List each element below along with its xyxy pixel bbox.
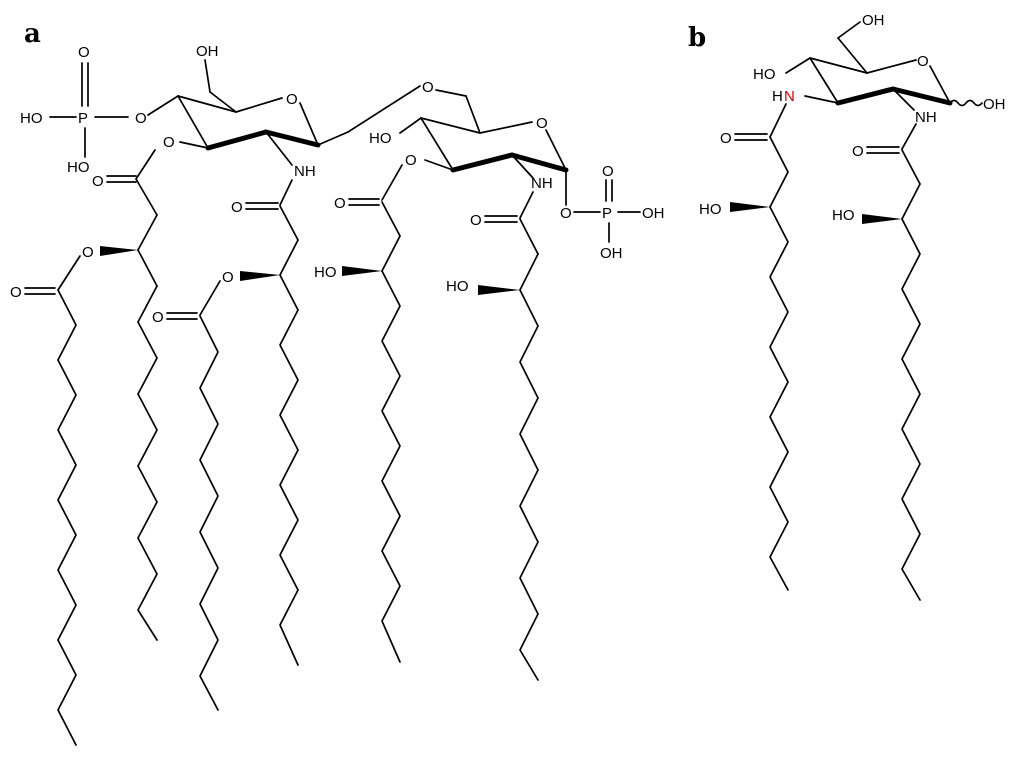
atom-label-o: O bbox=[422, 79, 434, 96]
atom-label-p: P bbox=[602, 205, 612, 222]
panel-b-label: b bbox=[688, 23, 706, 53]
atom-label-ho: HO bbox=[753, 66, 776, 83]
atom-label-o: O bbox=[334, 195, 346, 212]
atom-label-o: O bbox=[917, 53, 929, 70]
atom-label-ho: HO bbox=[446, 278, 469, 295]
atom-label-o: O bbox=[92, 173, 104, 190]
panel-a-label: a bbox=[24, 19, 41, 49]
atom-label-o: O bbox=[82, 244, 94, 261]
atom-label-o: O bbox=[222, 269, 234, 286]
atom-label-ho: HO bbox=[20, 110, 43, 127]
atom-label-o: O bbox=[152, 309, 164, 326]
atom-label-oh: OH bbox=[642, 205, 665, 222]
phosphate-group-right: O P O OH OH bbox=[560, 163, 665, 262]
atom-label-oh: OH bbox=[196, 43, 219, 60]
acyl-chain-2-ester: O bbox=[152, 280, 221, 711]
phosphate-group-left: HO P O HO O bbox=[20, 44, 147, 176]
atom-label-o: O bbox=[135, 110, 147, 127]
panel-a: a HO P O HO O bbox=[10, 19, 665, 746]
atom-label-o: O bbox=[405, 152, 417, 169]
atom-label-nh: NH bbox=[915, 109, 937, 126]
glucosamine-ring-right: O O HO O NH bbox=[369, 79, 569, 206]
atom-label-p: P bbox=[78, 110, 88, 127]
acyl-chain-b-right: O HO bbox=[832, 123, 921, 601]
atom-label-o: O bbox=[78, 44, 90, 61]
atom-label-nh: NH bbox=[294, 163, 316, 180]
atom-label-ho: HO bbox=[832, 207, 855, 224]
atom-label-h: H bbox=[772, 88, 783, 105]
acyl-chain-1: O O bbox=[82, 149, 158, 641]
atom-label-oh: OH bbox=[862, 12, 885, 29]
panel-b: b OH O HO OH H N NH O bbox=[688, 12, 1006, 601]
glucosamine-ring-left: OH O O NH bbox=[147, 43, 421, 180]
acyl-chain-b-left: O HO bbox=[699, 103, 789, 591]
atom-label-o: O bbox=[852, 143, 864, 160]
atom-label-o: O bbox=[470, 212, 482, 229]
atom-label-o: O bbox=[536, 115, 548, 132]
atom-label-nh: NH bbox=[531, 175, 553, 192]
acyl-chain-1-ester: O bbox=[10, 255, 81, 746]
acyl-chain-4: O HO bbox=[446, 191, 539, 681]
atom-label-o: O bbox=[10, 284, 22, 301]
atom-label-ho: HO bbox=[67, 159, 90, 176]
atom-label-o: O bbox=[602, 163, 614, 180]
atom-label-o: O bbox=[560, 205, 572, 222]
atom-label-o: O bbox=[231, 199, 243, 216]
atom-label-oh: OH bbox=[983, 96, 1006, 113]
atom-label-n-highlighted: N bbox=[784, 88, 795, 105]
atom-label-o: O bbox=[720, 130, 732, 147]
glucosamine-ring-b: OH O HO OH H N NH bbox=[753, 12, 1006, 126]
acyl-chain-3: O HO bbox=[314, 164, 403, 663]
atom-label-o: O bbox=[286, 91, 298, 108]
atom-label-ho: HO bbox=[314, 264, 337, 281]
atom-label-o: O bbox=[163, 134, 175, 151]
atom-label-oh: OH bbox=[600, 245, 623, 262]
atom-label-ho: HO bbox=[369, 130, 392, 147]
atom-label-ho: HO bbox=[699, 201, 722, 218]
acyl-chain-2: O O bbox=[222, 179, 299, 666]
